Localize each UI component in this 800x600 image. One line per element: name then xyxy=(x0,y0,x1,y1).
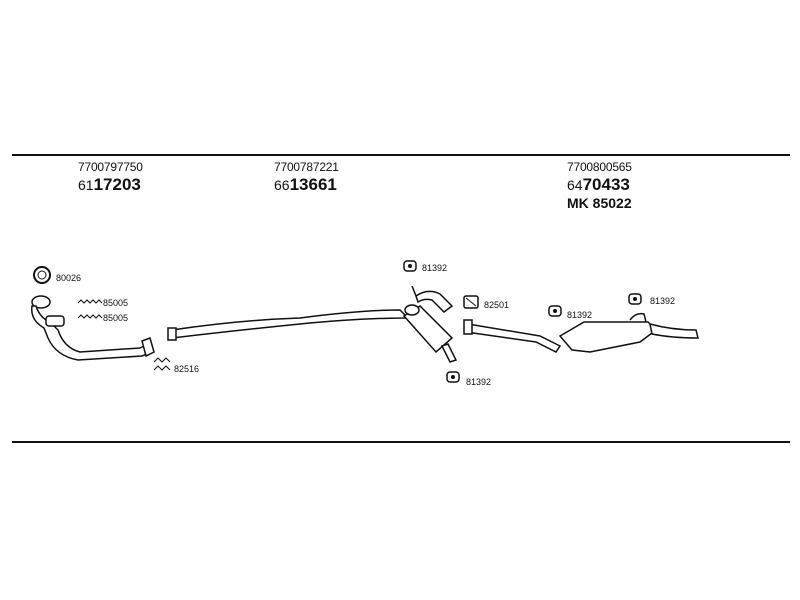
code-front-main: 17203 xyxy=(93,175,141,194)
label-clamp-center: 82501 xyxy=(484,300,509,310)
rear-pipe-part xyxy=(463,319,562,353)
code-front-prefix: 61 xyxy=(78,177,94,193)
hanger-rear-left-icon xyxy=(548,305,562,317)
code-center-main: 13661 xyxy=(289,175,337,194)
part-number-center: 7700787221 xyxy=(274,160,339,174)
gasket-ring-part xyxy=(33,266,51,284)
code-center: 6613661 xyxy=(274,175,337,195)
hanger-center-top-icon xyxy=(403,260,417,272)
code-rear-main: 70433 xyxy=(582,175,630,194)
code-rear: 6470433 xyxy=(567,175,630,195)
label-clamp-front: 82516 xyxy=(174,364,199,374)
bottom-divider xyxy=(12,441,790,443)
hanger-rear-right-icon xyxy=(628,293,642,305)
label-bolt-1: 85005 xyxy=(103,298,128,308)
center-muffler-part xyxy=(402,285,458,363)
hanger-center-bottom-icon xyxy=(446,371,460,383)
label-gasket-ring: 80026 xyxy=(56,273,81,283)
rear-muffler-part xyxy=(558,312,699,353)
front-downpipe-part xyxy=(31,295,155,361)
kit-code: 85022 xyxy=(592,195,632,211)
kit-prefix: MK xyxy=(567,195,589,211)
label-hanger-center-top: 81392 xyxy=(422,263,447,273)
kit-code-rear: MK 85022 xyxy=(567,195,632,211)
part-number-front: 7700797750 xyxy=(78,160,143,174)
center-pipe-part xyxy=(167,309,410,341)
part-number-rear: 7700800565 xyxy=(567,160,632,174)
top-divider xyxy=(12,154,790,156)
code-front: 6117203 xyxy=(78,175,141,195)
bolt-icon xyxy=(77,299,103,319)
code-center-prefix: 66 xyxy=(274,177,290,193)
clamp-front-icon xyxy=(153,357,171,371)
label-hanger-center-bottom: 81392 xyxy=(466,377,491,387)
clamp-center-icon xyxy=(463,295,479,309)
label-bolt-2: 85005 xyxy=(103,313,128,323)
code-rear-prefix: 64 xyxy=(567,177,583,193)
label-hanger-rear-left: 81392 xyxy=(567,310,592,320)
label-hanger-rear-right: 81392 xyxy=(650,296,675,306)
